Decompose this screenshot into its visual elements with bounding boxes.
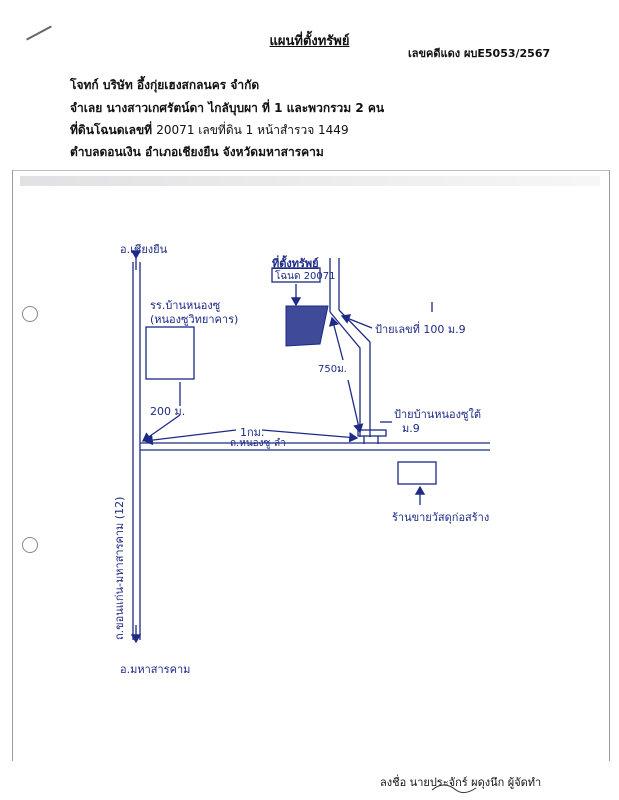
dist-750-down-arrow: [347, 379, 364, 434]
dist-750-up-arrow: [328, 316, 344, 361]
village-sign-label-line2: ม.9: [402, 422, 420, 435]
dist-1km-right-arrow: [261, 429, 359, 443]
shop-label: ร้านขายวัสดุก่อสร้าง: [392, 511, 490, 524]
property-parcel: [285, 305, 329, 347]
punch-hole-top: [22, 306, 38, 322]
land-label: ที่ดินโฉนดเลขที่: [70, 123, 153, 137]
plaintiff-row: โจทก์ บริษัท อึ้งกุ่ยเฮงสกลนคร จำกัด: [70, 76, 259, 95]
property-label-line1: ที่ตั้งทรัพย์: [272, 257, 319, 270]
dist-750-label: 750ม.: [318, 364, 347, 375]
defendant-row: จำเลย นางสาวเกศรัตน์ดา ไกลับุบผา ที่ 1 แ…: [70, 99, 384, 118]
plaintiff-value: บริษัท อึ้งกุ่ยเฮงสกลนคร จำกัด: [102, 78, 260, 92]
lane-left-lower: [329, 311, 361, 437]
side-road-label: ถ.หนองซู-ลำ: [230, 438, 286, 449]
school-label-line2: (หนองซูวิทยาคาร): [150, 313, 239, 326]
map-frame: [12, 170, 610, 761]
signature-scribble: [431, 784, 477, 794]
property-label-box: [271, 267, 321, 283]
main-road-label: ถ.ขอนแก่น-มหาสารคาม (12): [113, 496, 126, 640]
faded-scan-band: [20, 176, 600, 186]
page-title: แผนที่ตั้งทรัพย์: [269, 34, 350, 49]
dist-200-label: 200 ม.: [150, 405, 186, 418]
sign-100-label: ป้ายเลขที่ 100 ม.9: [375, 323, 466, 336]
south-town-label: อ.มหาสารคาม: [120, 663, 191, 676]
school-label-line1: รร.บ้านหนองซู: [150, 299, 221, 312]
location-row: ตำบลดอนเงิน อำเภอเชียงยืน จังหวัดมหาสารค…: [70, 143, 324, 162]
plaintiff-label: โจทก์: [70, 78, 99, 92]
land-value: 20071 เลขที่ดิน 1 หน้าสำรวจ 1449: [156, 123, 349, 137]
signature-line: ลงชื่อ นายประจักร์ ผดุงนึก ผู้จัดทำ: [380, 776, 542, 789]
school-box: [145, 326, 195, 380]
village-sign-box: [357, 429, 387, 437]
dist-1km-label: 1กม.: [240, 426, 265, 439]
north-town-label: อ.เชียงยืน: [120, 243, 168, 256]
land-row: ที่ดินโฉนดเลขที่ 20071 เลขที่ดิน 1 หน้าส…: [70, 121, 349, 140]
dist-1km-left-arrow: [143, 429, 237, 446]
defendant-value: นางสาวเกศรัตน์ดา ไกลับุบผา ที่ 1 และพวกร…: [106, 101, 385, 115]
sign-100-arrow: [340, 314, 373, 329]
property-label-line2: โฉนด 20071: [275, 271, 336, 282]
punch-hole-bottom: [22, 537, 38, 553]
location-value: ตำบลดอนเงิน อำเภอเชียงยืน จังหวัดมหาสารค…: [70, 145, 324, 159]
case-number: เลขคดีแดง ผบE5053/2567: [408, 47, 551, 60]
shop-box: [397, 461, 437, 485]
defendant-label: จำเลย: [70, 101, 103, 115]
village-sign-label-line1: ป้ายบ้านหนองซูใต้: [394, 408, 482, 421]
